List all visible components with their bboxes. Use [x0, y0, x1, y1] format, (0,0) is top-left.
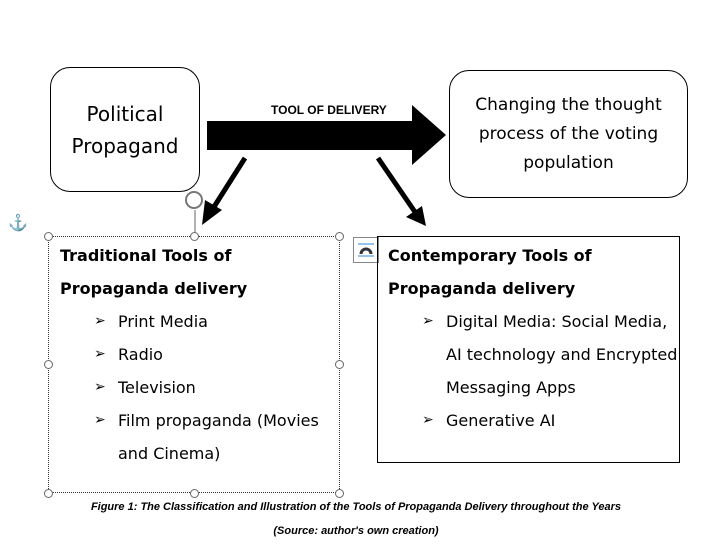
arrow-to-contemporary-head: [406, 206, 426, 226]
arrow-to-traditional-head: [202, 200, 222, 225]
resize-handle[interactable]: [335, 360, 344, 369]
list-item: Radio: [94, 338, 339, 371]
layout-options-icon[interactable]: [353, 237, 379, 263]
political-propaganda-box: Political Propagand: [50, 67, 200, 192]
political-propaganda-text: Political Propagand: [71, 101, 179, 158]
resize-handle[interactable]: [335, 489, 344, 498]
resize-handle[interactable]: [44, 489, 53, 498]
contemporary-tools-box: Contemporary Tools of Propaganda deliver…: [377, 236, 680, 463]
resize-handle[interactable]: [335, 232, 344, 241]
list-item: Film propaganda (Movies and Cinema): [94, 404, 339, 470]
list-item: Generative AI: [422, 404, 679, 437]
list-item: Digital Media: Social Media, AI technolo…: [422, 305, 679, 404]
resize-handle[interactable]: [190, 489, 199, 498]
arrow-to-contemporary: [375, 156, 418, 214]
contemporary-title: Contemporary Tools of Propaganda deliver…: [388, 246, 592, 298]
arrow-to-traditional: [209, 156, 248, 212]
resize-handle[interactable]: [190, 232, 199, 241]
resize-handle[interactable]: [44, 360, 53, 369]
traditional-list: Print Media Radio Television Film propag…: [60, 305, 339, 470]
resize-handle[interactable]: [44, 232, 53, 241]
arrow-label: TOOL OF DELIVERY: [271, 103, 387, 117]
contemporary-list: Digital Media: Social Media, AI technolo…: [388, 305, 679, 437]
traditional-title: Traditional Tools of Propaganda delivery: [60, 246, 248, 298]
outcome-text: Changing the thought process of the voti…: [475, 94, 662, 173]
delivery-arrow: [207, 105, 446, 165]
anchor-icon: ⚓: [8, 215, 28, 232]
list-item: Print Media: [94, 305, 339, 338]
traditional-tools-box[interactable]: Traditional Tools of Propaganda delivery…: [48, 236, 340, 493]
list-item: Television: [94, 371, 339, 404]
rotate-handle-icon[interactable]: [185, 191, 203, 209]
source-caption: (Source: author's own creation): [273, 525, 439, 537]
figure-caption: Figure 1: The Classification and Illustr…: [90, 501, 622, 513]
outcome-box: Changing the thought process of the voti…: [449, 70, 688, 198]
